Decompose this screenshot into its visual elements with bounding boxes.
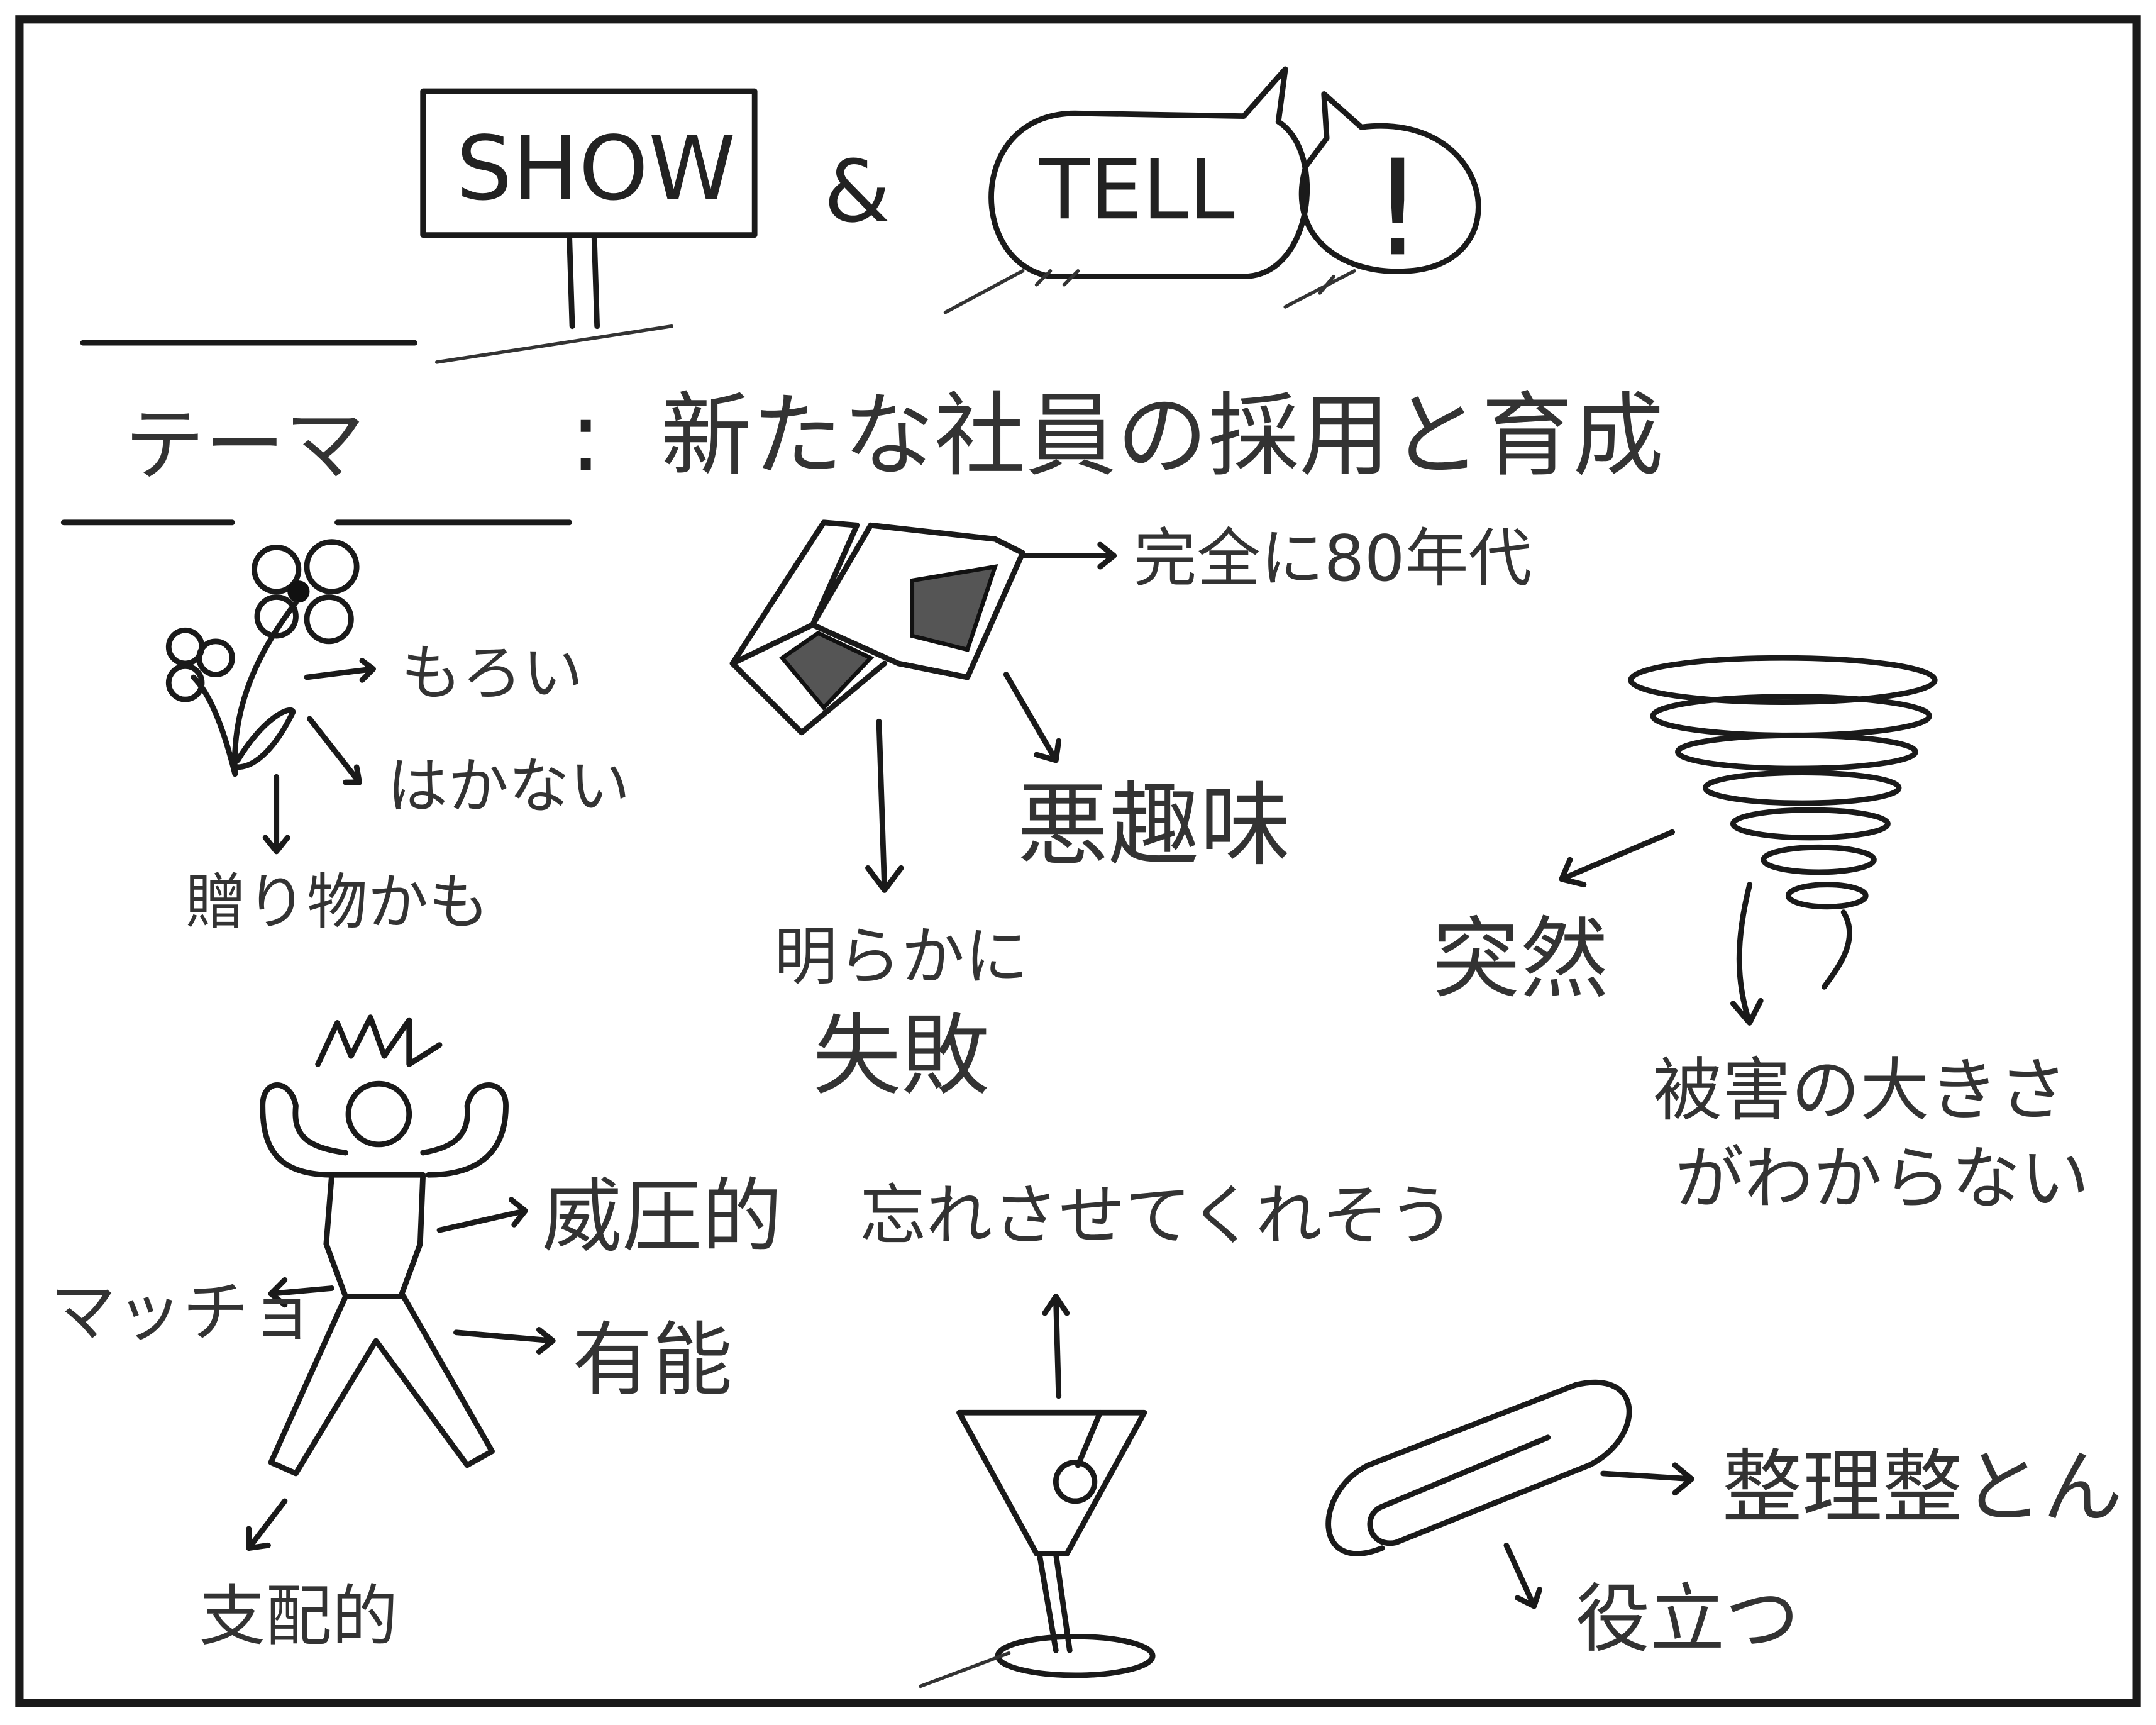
- glasses-note-bad-taste: 悪趣味: [1017, 773, 1291, 879]
- paperclip-note-useful: 役立つ: [1576, 1576, 1799, 1663]
- show-text: SHOW: [456, 118, 736, 221]
- tell-text: TELL: [1039, 142, 1235, 238]
- theme-value: 新たな社員の採用と育成: [661, 383, 1664, 489]
- flower-note-fragile: もろい: [401, 637, 583, 708]
- strongman-note-capable: 有能: [572, 1314, 732, 1407]
- tornado-note-damage: 被害の大きさ: [1653, 1050, 2067, 1131]
- speech-bubble-icon: [943, 66, 1481, 314]
- tornado-icon: [1559, 655, 1938, 1026]
- tornado-note-sudden: 突然: [1432, 908, 1608, 1011]
- frame-border: [15, 15, 2141, 1707]
- glasses-note-clearly: 明らかに: [774, 919, 1028, 994]
- glasses-note-failure: 失敗: [813, 1005, 990, 1108]
- theme-label: テーマ: [124, 399, 365, 492]
- show-sign-icon: [420, 88, 758, 364]
- strongman-icon: [246, 1014, 556, 1551]
- paperclip-note-tidy: 整理整とん: [1722, 1441, 2123, 1534]
- flower-note-fleeting: はかない: [387, 751, 631, 822]
- strongman-note-intimidating: 威圧的: [542, 1170, 782, 1263]
- cocktail-note-forget: 忘れさせてくれそう: [860, 1177, 1454, 1254]
- flower-note-gift: 贈り物かも: [185, 867, 489, 938]
- exclaim-text: !: [1371, 131, 1424, 286]
- ampersand-text: &: [824, 143, 890, 242]
- glasses-note-80s: 完全に80年代: [1133, 521, 1532, 596]
- tornado-note-unknown: がわからない: [1675, 1138, 2089, 1219]
- strongman-note-macho: マッチョ: [50, 1273, 315, 1351]
- sunglasses-icon: [729, 519, 1117, 893]
- flower-icon: [165, 539, 376, 855]
- divider-line: [60, 340, 573, 526]
- theme-separator: :: [570, 380, 602, 493]
- cocktail-icon: [919, 1294, 1156, 1689]
- paperclip-icon: [1325, 1379, 1694, 1609]
- strongman-note-dominant: 支配的: [199, 1578, 399, 1655]
